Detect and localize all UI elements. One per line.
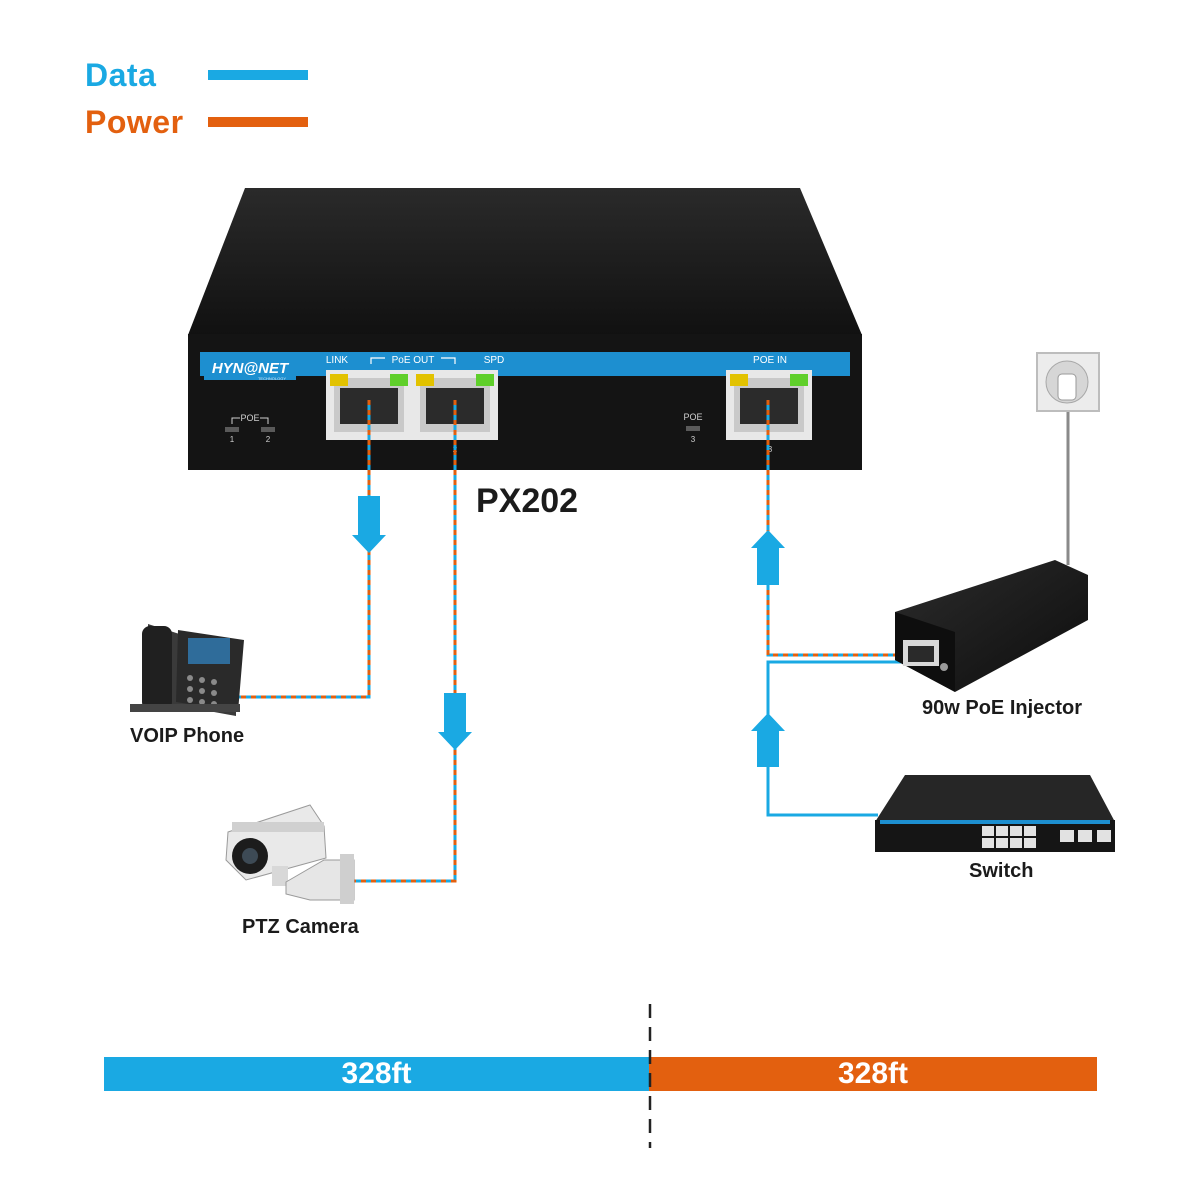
phone-handset — [142, 626, 172, 710]
voip-phone-caption: VOIP Phone — [130, 725, 245, 747]
arrow-down-phone — [352, 496, 386, 553]
ptz-camera-caption: PTZ Camera — [242, 916, 359, 938]
phone-screen — [188, 638, 230, 664]
label-poe-in: POE IN — [753, 355, 787, 366]
label-poe-leds: POE — [240, 413, 259, 423]
poe-out-bracket — [370, 357, 456, 364]
cable-injector-power — [766, 400, 910, 657]
legend-power-swatch — [208, 117, 308, 127]
arrow-up-port3 — [751, 530, 785, 585]
legend-data-swatch — [208, 70, 308, 80]
distance-divider — [648, 1004, 652, 1148]
label-poe-out: PoE OUT — [392, 355, 435, 366]
poe-led-3 — [686, 426, 700, 431]
poe-injector-illustration — [895, 560, 1088, 692]
poe-led-1 — [225, 427, 239, 432]
px202-device: HYN@NET TECHNOLOGY LINK PoE OUT SPD POE … — [188, 188, 862, 470]
legend-power-label: Power — [85, 104, 184, 140]
poe-led-3-label: 3 — [691, 435, 696, 444]
power-distance-label: 328ft — [837, 1057, 909, 1090]
poe-led-2-label: 2 — [266, 435, 271, 444]
brand-plate — [204, 354, 296, 380]
voip-phone-illustration — [130, 624, 244, 716]
cable-camera-power — [350, 400, 457, 883]
brand-subtitle: TECHNOLOGY — [258, 376, 286, 381]
label-link: LINK — [326, 355, 349, 366]
ptz-camera-illustration — [225, 804, 355, 904]
data-distance-label: 328ft — [341, 1057, 412, 1090]
arrow-up-switch — [751, 713, 785, 767]
data-distance-bar: 328ft — [104, 1057, 649, 1091]
device-top — [188, 188, 862, 335]
poe-led-bracket — [231, 417, 269, 424]
power-distance-bar: 328ft — [649, 1057, 1097, 1091]
wall-socket-illustration — [1036, 352, 1100, 412]
port-3-number: 3 — [768, 445, 773, 454]
injector-caption: 90w PoE Injector — [922, 697, 1083, 719]
device-model-label: PX202 — [476, 482, 579, 520]
brand-logo: HYN@NET — [212, 360, 290, 377]
poe-led-2 — [261, 427, 275, 432]
label-poe-led-3: POE — [683, 412, 702, 422]
poe-led-1-label: 1 — [230, 435, 235, 444]
switch-ports — [982, 826, 1111, 848]
switch-caption: Switch — [969, 860, 1034, 882]
legend-data-label: Data — [85, 57, 157, 93]
cable-camera-data — [350, 400, 457, 883]
label-spd: SPD — [484, 355, 505, 366]
flow-arrows — [352, 496, 785, 767]
arrow-down-camera — [438, 693, 472, 750]
switch-illustration — [875, 775, 1115, 852]
